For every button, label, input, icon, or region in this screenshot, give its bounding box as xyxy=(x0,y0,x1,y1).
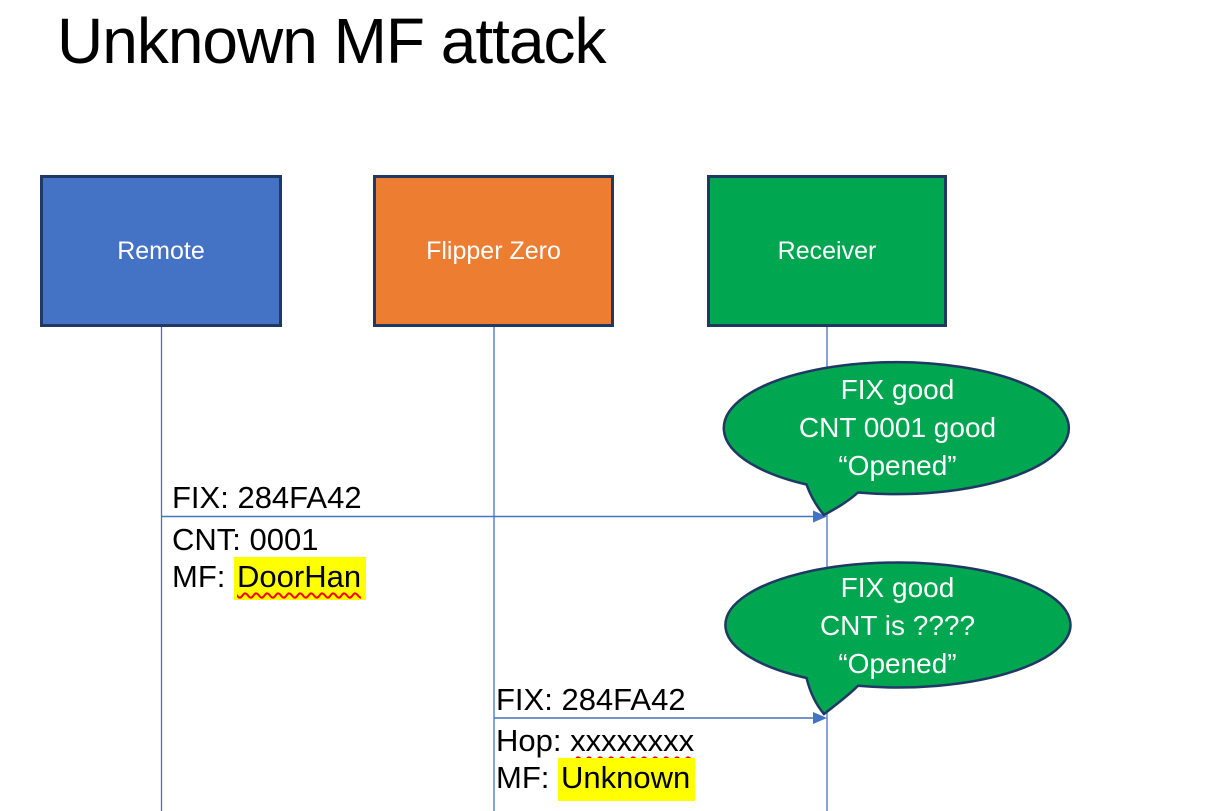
message-1-fix-label: FIX: 284FA42 xyxy=(172,479,362,516)
actor-label-receiver: Receiver xyxy=(777,236,877,265)
message-2-details: Hop: xxxxxxxx MF: Unknown xyxy=(496,722,696,801)
callout-2-line-2: CNT is ???? xyxy=(819,610,976,641)
callout-bubble-1 xyxy=(722,360,1071,517)
message-2-hop-squiggle-text: xxxxxxxx xyxy=(570,723,695,758)
message-1-mf-highlighted-text: DoorHan xyxy=(234,557,367,600)
actor-label-flipper-zero: Flipper Zero xyxy=(426,236,561,265)
message-2-mf-highlighted-text: Unknown xyxy=(558,758,696,801)
arrowhead-message-1 xyxy=(813,510,827,523)
message-2-mf-prefix: MF: xyxy=(496,760,558,795)
actor-box-flipper-zero: Flipper Zero xyxy=(373,175,614,327)
message-1-cnt-label: CNT: 0001 xyxy=(172,521,366,558)
callout-2-line-1: FIX good xyxy=(840,572,955,603)
callout-1-line-1: FIX good xyxy=(840,374,955,405)
callout-2-text: FIX good CNT is ???? “Opened” xyxy=(725,569,1070,683)
callout-1-line-3: “Opened” xyxy=(838,450,957,481)
message-1-mf-prefix: MF: xyxy=(172,559,234,594)
callout-1-text: FIX good CNT 0001 good “Opened” xyxy=(725,371,1070,485)
actor-box-receiver: Receiver xyxy=(707,175,947,327)
slide-title: Unknown MF attack xyxy=(57,5,607,77)
arrowhead-message-2 xyxy=(813,712,827,724)
message-2-hop-prefix: Hop: xyxy=(496,723,571,758)
message-1-mf-label: MF: DoorHan xyxy=(172,557,367,600)
callout-bubble-2 xyxy=(724,561,1072,716)
callout-2-line-3: “Opened” xyxy=(838,648,957,679)
message-2-fix-text: FIX: 284FA42 xyxy=(496,682,686,717)
message-2-mf-label: MF: Unknown xyxy=(496,758,696,801)
actor-box-remote: Remote xyxy=(40,175,282,327)
message-2-fix-label: FIX: 284FA42 xyxy=(496,681,686,718)
callout-1-line-2: CNT 0001 good xyxy=(798,412,997,443)
message-1-cnt-text: CNT: 0001 xyxy=(172,522,319,557)
message-1-details: CNT: 0001 MF: DoorHan xyxy=(172,521,367,600)
message-2-hop-label: Hop: xxxxxxxx xyxy=(496,722,695,759)
message-1-fix-text: FIX: 284FA42 xyxy=(172,480,362,515)
actor-label-remote: Remote xyxy=(117,236,205,265)
